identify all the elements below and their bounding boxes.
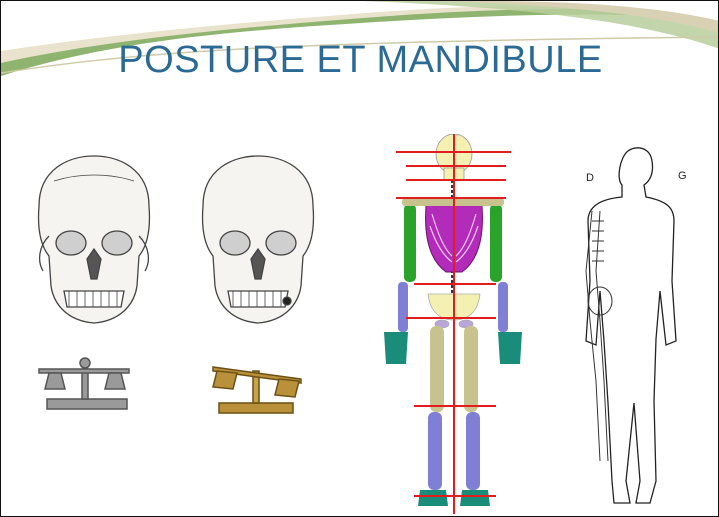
level-scale-icon xyxy=(39,358,129,409)
body-outline-illustration: D G xyxy=(556,141,716,511)
skull-icon xyxy=(202,156,313,323)
label-g: G xyxy=(678,170,687,182)
posture-lines xyxy=(396,134,511,514)
skull-level-illustration xyxy=(19,151,169,423)
skull-icon xyxy=(38,156,149,323)
color-skeleton-illustration xyxy=(366,134,541,514)
skull-tilted-illustration xyxy=(183,149,333,423)
label-d: D xyxy=(586,172,594,184)
tilted-scale-icon xyxy=(213,367,301,413)
skeleton-arm-icon xyxy=(586,211,612,461)
slide-title: POSTURE ET MANDIBULE xyxy=(1,39,719,82)
